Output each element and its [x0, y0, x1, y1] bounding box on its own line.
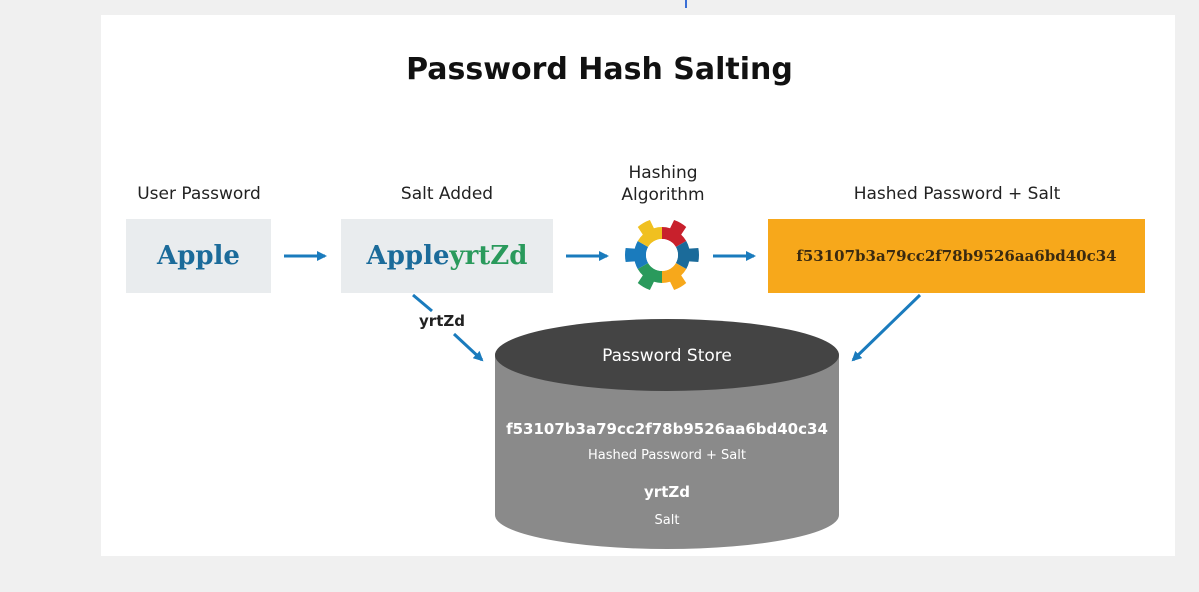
- store-salt-value: yrtZd: [644, 483, 690, 501]
- gear-center-hole: [646, 239, 678, 271]
- hashed-password-box: f53107b3a79cc2f78b9526aa6bd40c34: [768, 219, 1145, 293]
- user-password-box: Apple: [126, 219, 271, 293]
- gear-segment: [637, 220, 662, 247]
- gear-segment: [637, 263, 662, 290]
- salted-password-salt: yrtZd: [449, 241, 528, 271]
- password-store-cylinder: [495, 319, 839, 549]
- diagram-title: Password Hash Salting: [406, 52, 793, 87]
- salt-added-label: Salt Added: [400, 184, 494, 204]
- gear-segment: [625, 241, 649, 269]
- arrow-salt-to-store: [452, 332, 484, 362]
- store-salt-caption: Salt: [655, 513, 680, 528]
- user-password-label: User Password: [137, 184, 261, 204]
- hashed-password-salt-label: Hashed Password + Salt: [853, 184, 1061, 204]
- top-accent-mark: [685, 0, 687, 8]
- cylinder-body: [495, 355, 839, 549]
- cylinder-top: [495, 319, 839, 391]
- gear-segment: [662, 220, 687, 247]
- arrow-salt-stroke-upper: [412, 293, 433, 313]
- salt-arrow-label: yrtZd: [419, 312, 465, 330]
- arrow-hash-to-store: [851, 293, 922, 362]
- user-password-value: Apple: [157, 241, 240, 271]
- hashed-password-value: f53107b3a79cc2f78b9526aa6bd40c34: [796, 247, 1117, 265]
- store-hash-caption: Hashed Password + Salt: [588, 448, 746, 463]
- salted-password-base: Apple: [366, 241, 450, 271]
- gear-segment: [662, 263, 687, 290]
- hashing-label-line1: Hashing: [628, 163, 698, 183]
- password-store-title: Password Store: [602, 346, 732, 366]
- hashing-gear-icon: [625, 220, 699, 290]
- hashing-label-line2: Algorithm: [621, 185, 705, 205]
- store-hash-value: f53107b3a79cc2f78b9526aa6bd40c34: [506, 420, 828, 438]
- gear-segment: [675, 241, 699, 269]
